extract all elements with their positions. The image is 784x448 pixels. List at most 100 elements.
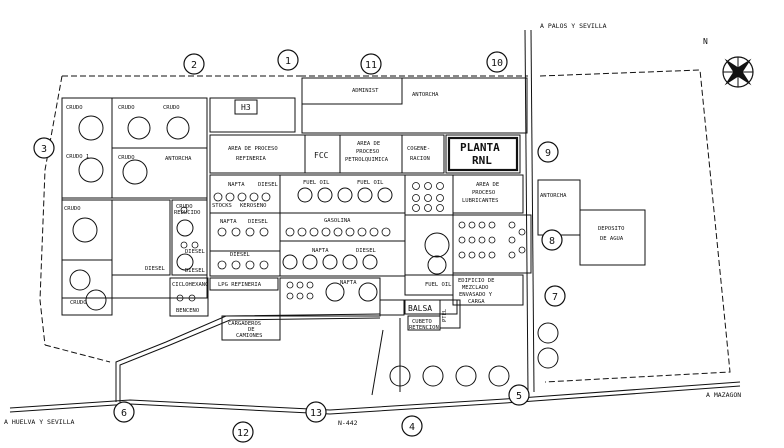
site-perimeter	[39, 69, 731, 383]
gate-number: 8	[549, 236, 555, 247]
tank	[325, 282, 345, 302]
label-mezclado-1: EDIFICIO DE	[458, 278, 494, 284]
gate-number: 11	[365, 60, 377, 71]
label-crudo: CRUDO	[163, 105, 180, 111]
label-crudo: CRUDO	[66, 105, 83, 111]
label-lub-2: PROCESO	[472, 190, 495, 196]
label-administ: ADMINIST	[352, 88, 379, 94]
tank	[69, 269, 91, 291]
small-tank-rows	[176, 182, 526, 302]
label-h3: H3	[241, 103, 251, 112]
label-refineria-2: REFINERIA	[236, 156, 266, 162]
storage-tanks	[69, 115, 559, 387]
road-label-palos: A PALOS Y SEVILLA	[540, 22, 607, 30]
label-mezclado-3: ENVASADO Y	[459, 292, 493, 298]
label-cubeto-2: RETENCION	[409, 325, 439, 331]
gate-number: 6	[121, 408, 127, 419]
label-fuel-oil: FUEL OIL	[357, 180, 384, 186]
label-cogen-1: COGENE-	[407, 146, 430, 152]
tank	[282, 254, 298, 270]
gate-marker	[113, 401, 135, 423]
tank	[78, 157, 104, 183]
label-keroseno: KEROSENO	[240, 203, 267, 209]
label-nafta: NAFTA	[220, 219, 237, 225]
tank	[166, 116, 190, 140]
gate-marker	[544, 285, 566, 307]
roads	[9, 29, 741, 415]
label-diesel: DIESEL	[185, 268, 206, 274]
gate-markers	[33, 49, 566, 443]
gate-marker	[537, 141, 559, 163]
label-benceno: BENCENO	[176, 308, 199, 314]
label-antorcha-right: ANTORCHA	[540, 193, 567, 199]
tank	[302, 254, 318, 270]
compass-north-label: N	[703, 37, 708, 46]
label-crudo: CRUDO	[70, 300, 87, 306]
tank	[297, 187, 313, 203]
label-petro-3: PETROLQUIMICA	[345, 157, 389, 163]
gate-number: 2	[191, 60, 197, 71]
label-deposito-2: DE AGUA	[600, 236, 624, 242]
road-label-huelva: A HUELVA Y SEVILLA	[4, 418, 75, 426]
gate-numbers: 1 2 3 4 5 6 7 8 9 10 11 12 13	[41, 56, 558, 439]
gate-number: 1	[285, 56, 291, 67]
gate-number: 10	[491, 58, 503, 69]
gate-number: 5	[516, 391, 522, 402]
label-refineria-1: AREA DE PROCESO	[228, 146, 278, 152]
label-stocks: STOCKS	[212, 203, 232, 209]
label-fuel-oil: FUEL OIL	[303, 180, 330, 186]
gate-number: 7	[552, 292, 558, 303]
label-nafta: NAFTA	[312, 248, 329, 254]
label-cubeto-1: CUBETO	[412, 319, 432, 325]
label-crudo-reducido-1: CRUDO	[176, 204, 193, 210]
label-diesel: DIESEL	[185, 249, 206, 255]
area-labels: H3 ADMINIST ANTORCHA ANTORCHA ANTORCHA A…	[64, 88, 625, 339]
label-nafta: NAFTA	[340, 280, 357, 286]
tank	[122, 159, 148, 185]
tank	[322, 254, 338, 270]
tank	[422, 365, 444, 387]
label-fuel-oil: FUEL OIL	[425, 282, 452, 288]
gate-marker	[232, 421, 254, 443]
tank	[85, 289, 107, 311]
road-label-mazagon: A MAZAGON	[706, 391, 741, 399]
label-mezclado-2: MEZCLADO	[462, 285, 489, 291]
label-rnl: RNL	[472, 154, 492, 167]
tank	[362, 254, 378, 270]
road-label-n442: N-442	[338, 419, 358, 427]
label-crudo: CRUDO	[118, 155, 135, 161]
gate-marker	[33, 137, 55, 159]
label-planta: PLANTA	[460, 141, 500, 154]
tank	[317, 187, 333, 203]
label-diesel: DIESEL	[248, 219, 269, 225]
tank	[78, 115, 104, 141]
label-fcc: FCC	[314, 151, 329, 160]
gate-number: 4	[409, 422, 415, 433]
gate-marker	[305, 401, 327, 423]
label-lpg: LPG REFINERIA	[218, 282, 262, 288]
label-diesel: DIESEL	[145, 266, 166, 272]
label-cargaderos-3: CAMIONES	[236, 333, 263, 339]
gate-number: 12	[237, 428, 249, 439]
tank	[537, 347, 559, 369]
label-diesel: DIESEL	[356, 248, 377, 254]
tank	[176, 253, 194, 271]
label-petro-1: AREA DE	[357, 141, 380, 147]
tank	[488, 365, 510, 387]
north-compass	[722, 56, 754, 88]
label-balsa: BALSA	[408, 304, 432, 313]
tank	[337, 187, 353, 203]
label-antorcha-top: ANTORCHA	[412, 92, 439, 98]
label-gasolina: GASOLINA	[324, 218, 351, 224]
tank	[358, 282, 378, 302]
label-crudo: CRUDO	[64, 206, 81, 212]
label-ptel: PTEL	[442, 308, 448, 322]
label-crudo: CRUDO	[118, 105, 135, 111]
label-cargaderos-2: DE	[248, 327, 255, 333]
label-deposito-1: DEPOSITO	[598, 226, 625, 232]
gate-marker	[486, 51, 508, 73]
gate-marker	[508, 384, 530, 406]
gate-marker	[541, 229, 563, 251]
label-cargaderos-1: CARGADEROS	[228, 321, 261, 327]
